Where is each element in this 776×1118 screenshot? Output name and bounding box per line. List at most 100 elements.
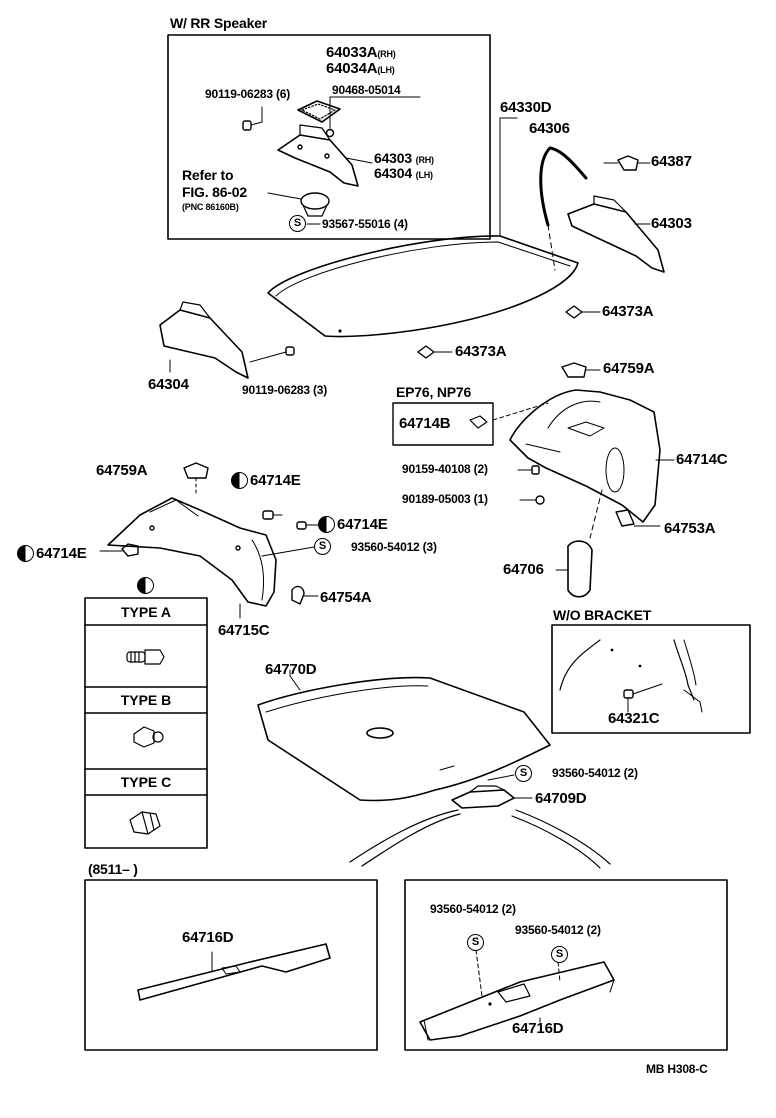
date-range-label: (8511– ) [88,861,138,877]
inset-64303-number: 64303 [374,150,412,166]
screw-64714E-b-shape [296,521,319,530]
part-64303-label: 64303 [651,215,692,232]
part-64714E-a-label: 64714E [250,472,301,489]
floor-mat-64770D-shape [257,676,551,802]
part-64754A-label: 64754A [320,589,372,606]
inset-screw-shape [242,106,263,131]
mat-leader [289,669,301,691]
type-table-symbol [137,577,154,594]
part-64759A-left-label: 64759A [96,462,148,479]
screw-90119-label: 90119-06283 (3) [242,383,328,397]
refer-to-label: Refer to [182,167,234,183]
screw-64714E-a-shape [262,510,283,520]
s-symbol-d: S [551,946,568,963]
nut-90189-shape [519,495,545,505]
wo-bracket-artwork [559,639,703,713]
speaker-unit-shape [267,192,330,217]
clip-64753A-shape [615,509,661,527]
bracket-64303-shape [567,195,665,273]
part-64716D-left-label: 64716D [182,929,234,946]
type-c-fastener-shape [129,811,161,835]
part-64034A-number: 64034A [326,60,378,77]
inset-64304-label: 64304 (LH) [374,166,433,183]
trim-64715C-shape [107,497,277,607]
cord-64306-shape [539,146,588,271]
part-64304-label: 64304 [148,376,189,393]
type-b-fastener-shape [133,726,164,748]
part-64706-label: 64706 [503,561,544,578]
inset-64303-label: 64303 (RH) [374,151,434,168]
screw-93560-a-label: 93560-54012 (3) [351,540,437,554]
type-a-label: TYPE A [120,604,172,620]
screw-64714E-c-shape [99,543,139,557]
part-64714B-label: 64714B [399,415,451,432]
part-64033A-number: 64033A [326,44,378,61]
type-c-label: TYPE C [120,774,172,790]
speaker-clip-shape [325,96,421,138]
cover-64759A-right-shape [561,362,601,378]
inset-s-symbol: S [289,215,306,232]
inset-64304-side: (LH) [415,170,433,180]
part-64033A-label: 64033A(RH) [326,45,396,62]
screw-93560-c-label: 93560-54012 (2) [430,902,516,916]
part-64373A-right-label: 64373A [602,303,654,320]
speaker-inset-frame [167,34,491,240]
pnc-ref-label: (PNC 86160B) [182,202,239,212]
side-rh-label: (RH) [377,49,396,59]
part-64759A-right-label: 64759A [603,360,655,377]
clip-64373A-center-shape [417,345,453,359]
part-64714E-c-label: 64714E [36,545,87,562]
footer-code: MB H308-C [646,1062,708,1076]
inset-64303-side: (RH) [415,155,434,165]
tray-leader [499,117,518,237]
part-64770D-label: 64770D [265,661,317,678]
s-symbol-b: S [515,765,532,782]
speaker-grille-shape [297,100,341,123]
inset-64304-number: 64304 [374,165,412,181]
inset-seal-label: 93567-55016 (4) [322,217,408,231]
type-c-symbol-a [231,472,248,489]
screw-93560-d-label: 93560-54012 (2) [515,923,601,937]
inset-screw-label: 90119-06283 (6) [205,87,291,101]
type-b-label: TYPE B [120,692,172,708]
trunk-opening-curves [349,809,611,869]
part-64034A-label: 64034A(LH) [326,61,395,78]
part-64321C-label: 64321C [608,710,660,727]
package-tray-shape [267,235,579,338]
part-64387-label: 64387 [651,153,692,170]
type-a-fastener-shape [126,649,165,665]
part-64306-label: 64306 [529,120,570,137]
clip-64373A-right-shape [565,305,601,319]
trim-64714C-shape [509,389,675,523]
speaker-inset-title: W/ RR Speaker [170,15,267,31]
bracket-inset-frame [551,624,751,734]
nut-90189-label: 90189-05003 (1) [402,492,488,506]
part-64715C-label: 64715C [218,622,270,639]
cover-64706-shape [555,540,593,598]
cover-64387-shape [603,155,651,171]
part-64709D-label: 64709D [535,790,587,807]
type-table-frame [84,597,208,849]
part-64714E-b-label: 64714E [337,516,388,533]
lower-left-inset-frame [84,879,378,1051]
part-64753A-label: 64753A [664,520,716,537]
fig-ref-label: FIG. 86-02 [182,184,247,200]
lower-right-inset-frame [404,879,728,1051]
cover-64759A-left-shape [183,462,209,497]
bracket-inset-title: W/O BRACKET [553,607,652,623]
speaker-bracket-inset-shape [277,124,373,187]
screw-90159-shape [517,465,540,475]
part-64716D-right-label: 64716D [512,1020,564,1037]
inset-clip-label: 90468-05014 [332,83,401,97]
type-c-symbol-b [318,516,335,533]
sill-plate-right-shape [419,949,615,1041]
part-64373A-center-label: 64373A [455,343,507,360]
part-64330D-label: 64330D [500,99,552,116]
clip-64754A-shape [291,585,319,605]
retainer-64709D-shape [451,785,533,809]
ep76-header: EP76, NP76 [396,384,472,400]
screw-90119-shape [249,346,295,363]
s-symbol-a: S [314,538,331,555]
